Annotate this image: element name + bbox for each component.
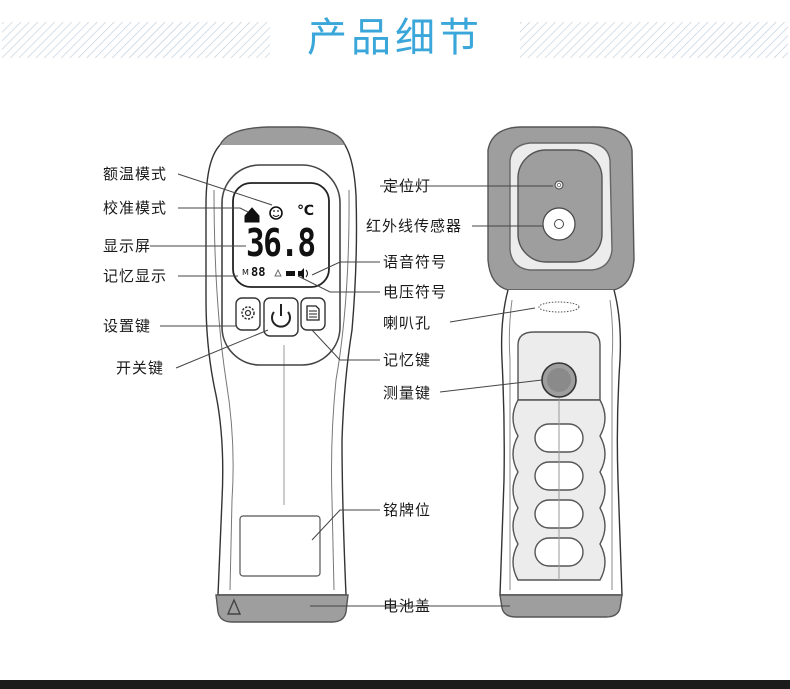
speaker-holes — [538, 301, 580, 313]
label-memory-key: 记忆键 — [383, 351, 432, 369]
leader-lines — [150, 173, 553, 607]
label-settings-key: 设置键 — [103, 317, 152, 335]
title-hatch-left — [2, 22, 270, 58]
label-calibration-mode: 校准模式 — [103, 199, 168, 217]
label-battery-cover: 电池盖 — [383, 597, 432, 615]
back-battery-cover — [499, 594, 623, 618]
label-forehead-mode: 额温模式 — [103, 165, 168, 183]
display-bezel — [221, 164, 341, 366]
lcd-screen — [232, 182, 330, 288]
label-nameplate: 铭牌位 — [383, 501, 432, 519]
label-power-key: 开关键 — [116, 359, 165, 377]
memory-button[interactable] — [300, 297, 326, 331]
triangle-icon — [274, 268, 282, 277]
settings-button[interactable] — [235, 297, 261, 331]
lcd-reading: 36.8 — [246, 221, 316, 265]
power-button[interactable] — [263, 297, 299, 337]
power-icon — [271, 304, 291, 328]
house-icon — [244, 207, 260, 223]
front-battery-cover — [215, 594, 349, 623]
document-icon — [306, 305, 320, 321]
label-measure-key: 测量键 — [383, 384, 432, 402]
battery-icon — [286, 271, 295, 276]
face-icon — [269, 206, 283, 220]
front-view — [205, 126, 358, 623]
label-memory-display: 记忆显示 — [103, 267, 168, 285]
gear-icon — [241, 306, 255, 320]
label-display-screen: 显示屏 — [103, 237, 152, 255]
lcd-memory-digits: 88 — [251, 265, 266, 279]
page-title: 产品细节 — [307, 15, 483, 61]
bottom-bar — [0, 680, 790, 689]
label-positioning-light: 定位灯 — [383, 177, 432, 195]
lcd-status-icons — [274, 268, 308, 279]
speaker-icon — [298, 268, 304, 279]
back-view — [487, 126, 635, 618]
nameplate-area — [239, 515, 321, 577]
lcd-memory-prefix: M — [242, 268, 249, 277]
label-infrared-sensor: 红外线传感器 — [366, 217, 463, 235]
title-hatch-right — [520, 22, 788, 58]
lcd-unit: ℃ — [297, 203, 314, 219]
sensor-window — [517, 149, 603, 263]
label-speaker-hole: 喇叭孔 — [383, 314, 432, 332]
label-voltage-symbol: 电压符号 — [383, 283, 448, 301]
label-voice-symbol: 语音符号 — [383, 253, 448, 271]
